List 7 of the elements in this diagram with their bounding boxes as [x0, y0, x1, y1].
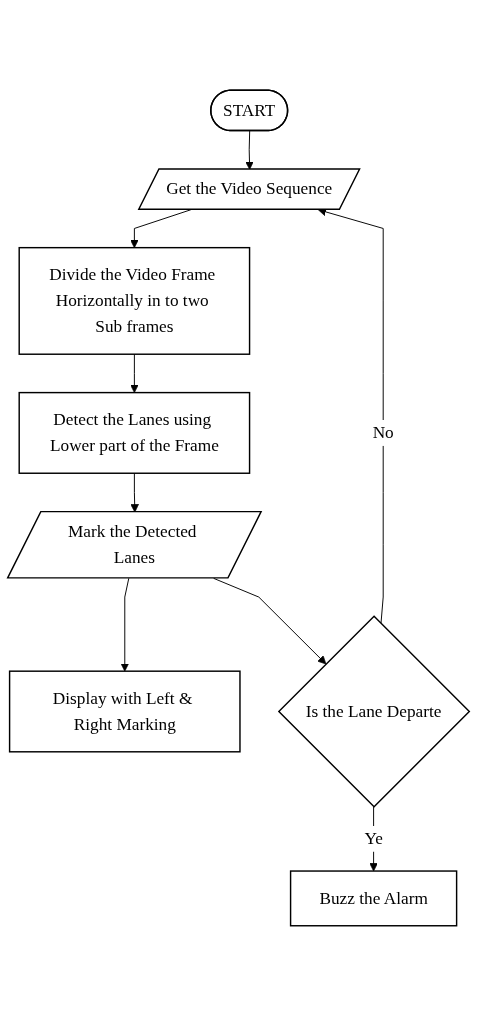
edge-label: Ye [364, 828, 383, 849]
node-box: Detect the Lanes using Lower part of the Frame [18, 391, 251, 474]
node-diamond: Is the Lane Departe [277, 615, 471, 808]
node-box: Divide the Video Frame Horizontally in to two Sub frames [18, 246, 251, 355]
node-box: Display with Left & Right Marking [8, 670, 241, 753]
node-box: Buzz the Alarm [289, 870, 458, 927]
edge-label: No [372, 422, 394, 443]
